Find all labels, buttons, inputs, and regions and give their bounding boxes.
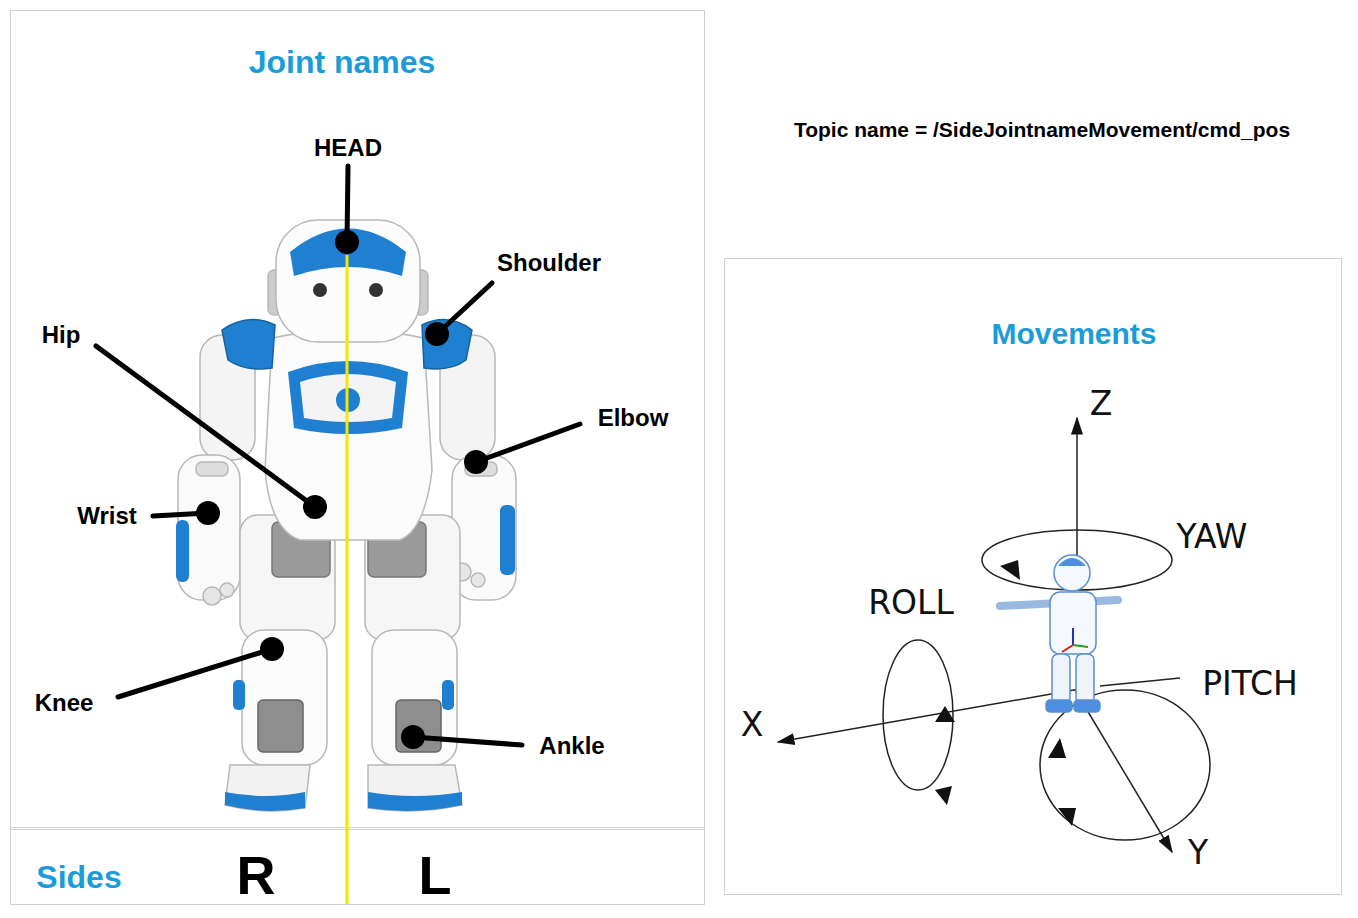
movements-panel: Movements	[724, 258, 1342, 895]
side-heading: Sides	[36, 860, 121, 895]
sides-band: Sides R L	[11, 827, 704, 904]
side-letter: L	[419, 846, 452, 905]
axis-label: Y	[1188, 835, 1208, 871]
small-robot	[1000, 555, 1118, 712]
joint-dots	[196, 230, 488, 749]
side-letter: R	[237, 846, 276, 905]
axis-label: Z	[1090, 386, 1113, 422]
joint-label: Shoulder	[497, 250, 601, 276]
joint-label: Wrist	[77, 503, 137, 529]
joint-label: Hip	[42, 322, 81, 348]
axes-figure	[778, 418, 1210, 852]
joint-label: Knee	[35, 690, 94, 716]
topic-name: Topic name = /SideJointnameMovement/cmd_…	[794, 118, 1290, 141]
panel-title: Movements	[991, 317, 1156, 350]
axis-label: ROLL	[868, 585, 954, 621]
axis-label: X	[741, 707, 764, 743]
joint-label: HEAD	[314, 135, 382, 161]
joint-label: Ankle	[539, 733, 604, 759]
midline	[346, 255, 349, 905]
joint-label: Elbow	[598, 405, 669, 431]
axis-label: PITCH	[1202, 666, 1298, 702]
axis-label: YAW	[1177, 519, 1248, 555]
panel-title: Joint names	[249, 45, 436, 80]
